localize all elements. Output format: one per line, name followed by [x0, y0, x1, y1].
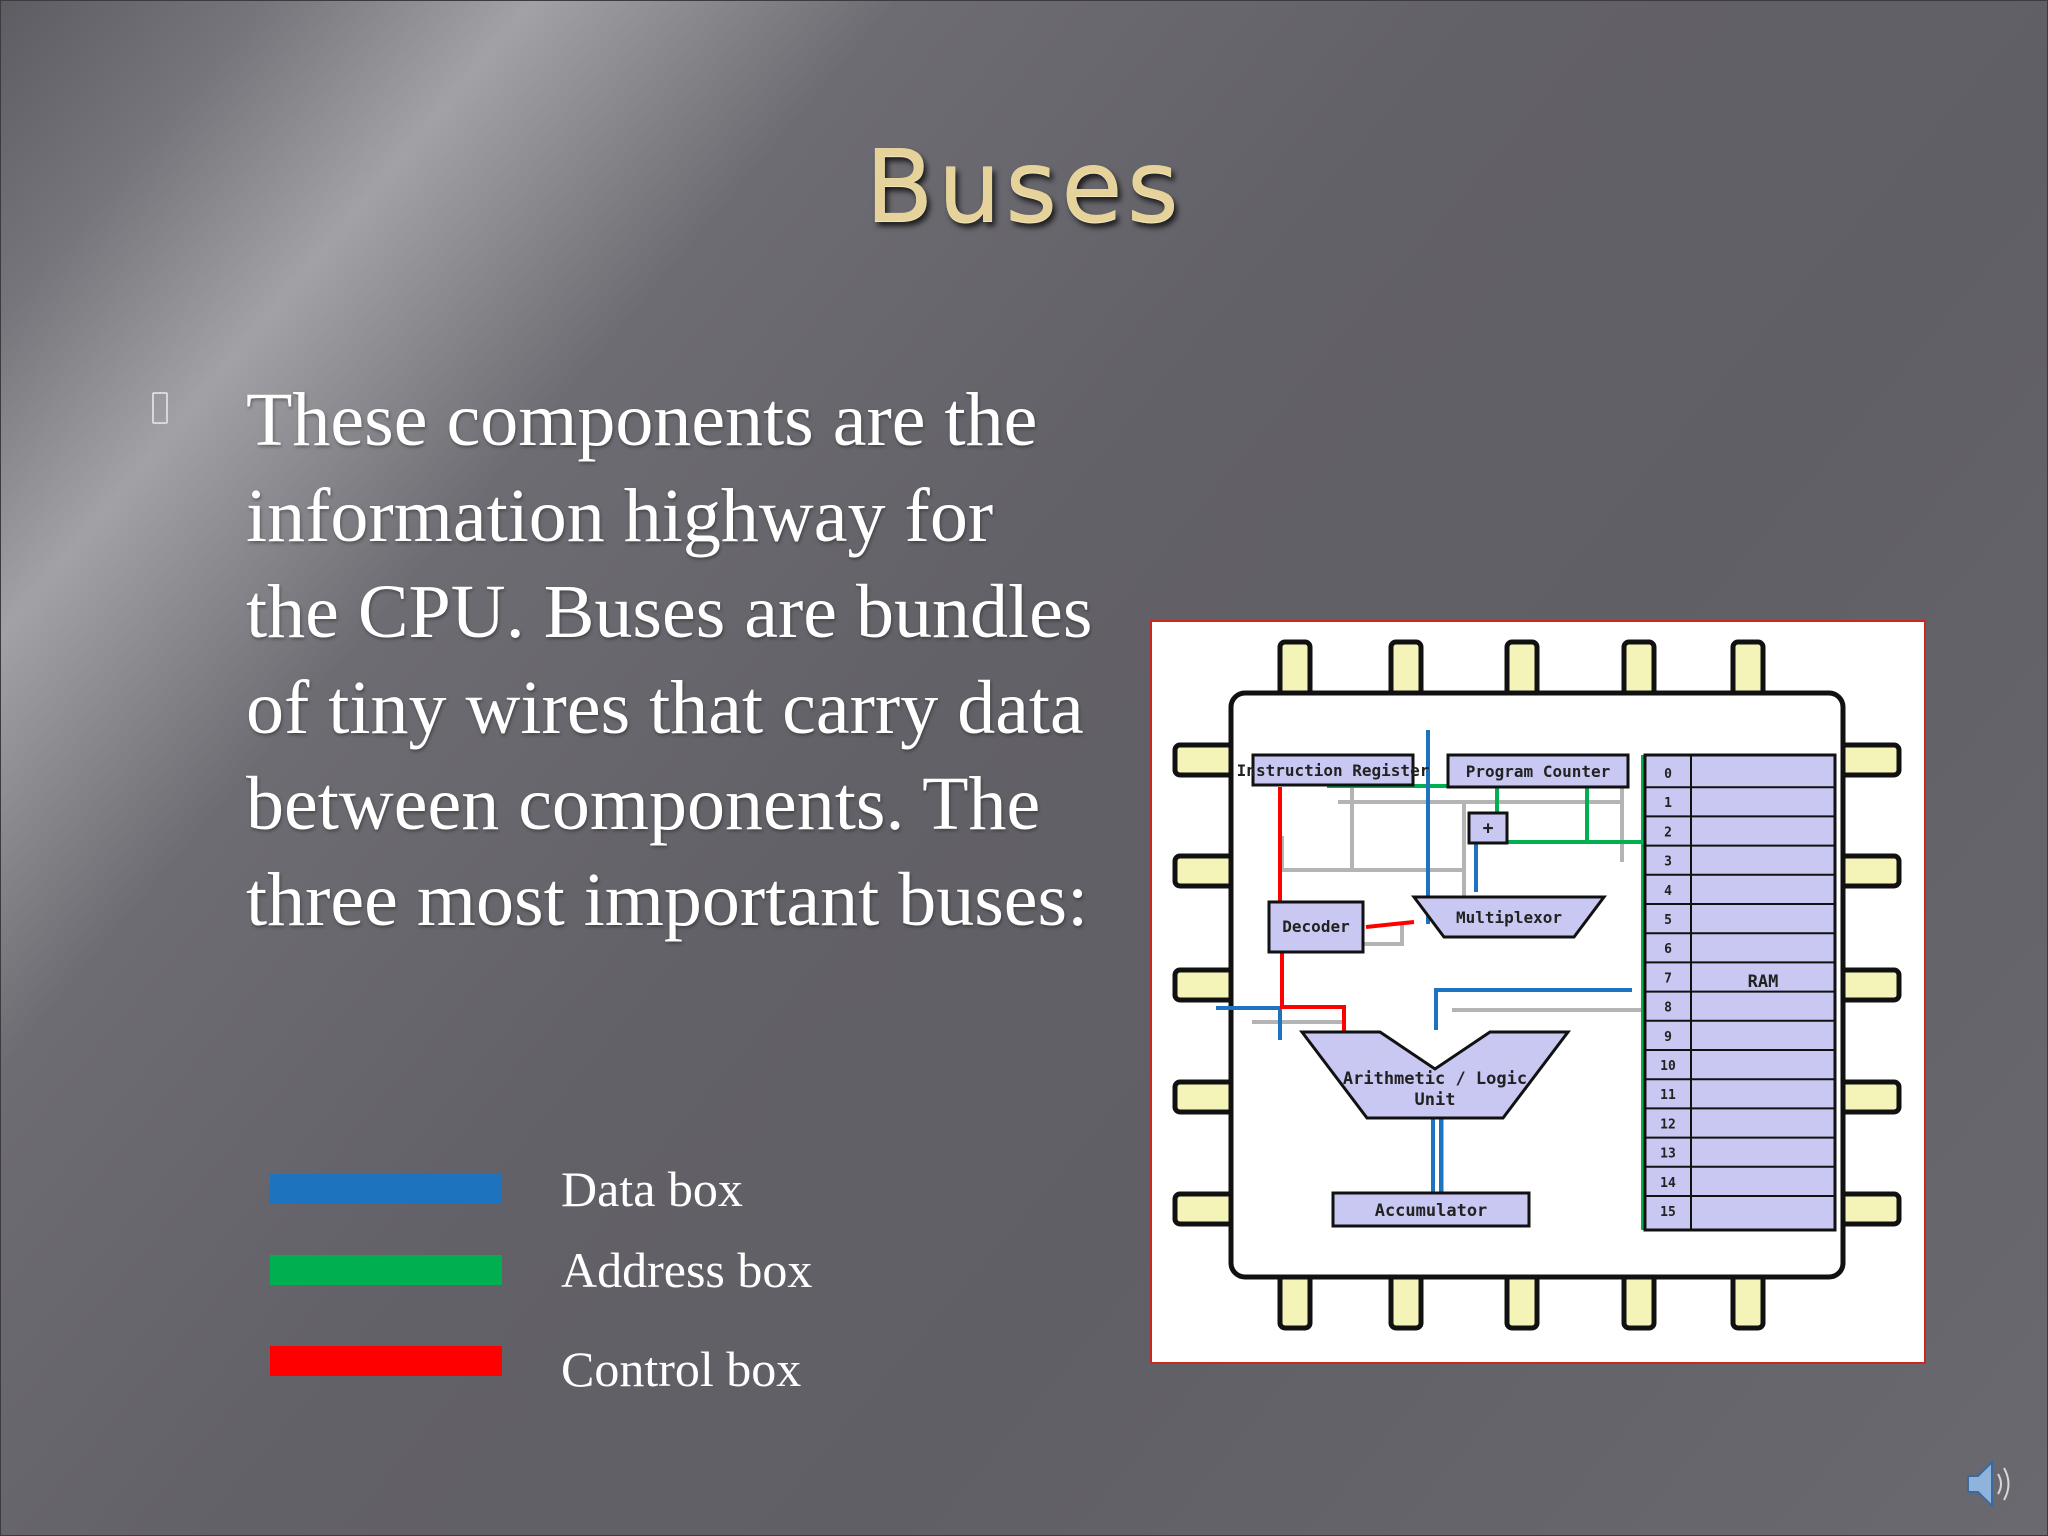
chip-pin-right: [1836, 853, 1902, 889]
cpu-diagram-svg: Instruction Register Program Counter + D…: [1172, 639, 1902, 1331]
alu-label-line2: Unit: [1415, 1090, 1456, 1110]
ram-address-label: 6: [1664, 942, 1672, 957]
accumulator-label: Accumulator: [1375, 1201, 1488, 1221]
legend-swatch: [270, 1255, 502, 1285]
legend-swatch: [270, 1174, 502, 1204]
chip-pin-bottom: [1388, 1269, 1424, 1331]
legend-label: Address box: [561, 1242, 813, 1298]
multiplexor: Multiplexor: [1411, 895, 1607, 939]
ram-address-label: 4: [1664, 884, 1672, 899]
ram-address-label: 12: [1660, 1117, 1676, 1132]
ram-address-label: 13: [1660, 1147, 1676, 1162]
incrementer-label: +: [1483, 818, 1494, 839]
legend-swatch: [270, 1346, 502, 1376]
chip-pin-left: [1172, 853, 1238, 889]
cpu-diagram: Instruction Register Program Counter + D…: [1150, 620, 1926, 1364]
alu: Arithmetic / Logic Unit: [1298, 1030, 1572, 1120]
chip-pin-top: [1621, 639, 1657, 701]
bullet-text: These components are the information hig…: [246, 378, 1093, 942]
ram-address-label: 1: [1664, 796, 1672, 811]
control-bus-wire: [1365, 920, 1415, 929]
ram-address-label: 15: [1660, 1205, 1676, 1220]
multiplexor-label: Multiplexor: [1456, 908, 1562, 927]
decoder: Decoder: [1267, 900, 1365, 954]
slide-title: Buses: [865, 128, 1183, 245]
legend-label: Data box: [561, 1161, 743, 1217]
ram-address-label: 10: [1660, 1059, 1676, 1074]
ram-address-label: 14: [1660, 1176, 1676, 1191]
internal-wire: [1352, 924, 1404, 946]
ram-address-label: 0: [1664, 767, 1672, 782]
chip-pin-right: [1836, 967, 1902, 1003]
chip-pin-bottom: [1621, 1269, 1657, 1331]
chip-pin-bottom: [1277, 1269, 1313, 1331]
program-counter-label: Program Counter: [1466, 762, 1611, 781]
incrementer: +: [1467, 811, 1509, 845]
chip-pin-top: [1277, 639, 1313, 701]
program-counter: Program Counter: [1446, 753, 1630, 789]
chip-pin-top: [1504, 639, 1540, 701]
legend-label: Control box: [561, 1341, 802, 1397]
instruction-register-label: Instruction Register: [1237, 761, 1430, 780]
chip-pin-left: [1172, 1191, 1238, 1227]
chip-pin-left: [1172, 967, 1238, 1003]
chip-pin-bottom: [1504, 1269, 1540, 1331]
accumulator: Accumulator: [1331, 1191, 1531, 1228]
ram-address-label: 3: [1664, 855, 1672, 870]
ram-address-label: 5: [1664, 913, 1672, 928]
data-bus-wire: [1434, 988, 1632, 1030]
decoder-label: Decoder: [1282, 917, 1349, 936]
ram-label: RAM: [1748, 972, 1779, 992]
ram-address-label: 9: [1664, 1030, 1672, 1045]
chip-pin-left: [1172, 742, 1238, 778]
chip-pin-top: [1730, 639, 1766, 701]
instruction-register: Instruction Register: [1237, 753, 1430, 787]
chip-pin-right: [1836, 1191, 1902, 1227]
chip-pin-top: [1388, 639, 1424, 701]
ram-address-label: 11: [1660, 1088, 1676, 1103]
chip-pin-left: [1172, 1079, 1238, 1115]
chip-pin-right: [1836, 1079, 1902, 1115]
alu-label-line1: Arithmetic / Logic: [1343, 1069, 1527, 1089]
ram-address-label: 2: [1664, 825, 1672, 840]
chip-pin-right: [1836, 742, 1902, 778]
ram-address-label: 7: [1664, 971, 1672, 986]
ram-address-label: 8: [1664, 1001, 1672, 1016]
chip-pin-bottom: [1730, 1269, 1766, 1331]
speaker-icon[interactable]: [1966, 1454, 2018, 1514]
square-bullet-icon: [152, 392, 168, 424]
